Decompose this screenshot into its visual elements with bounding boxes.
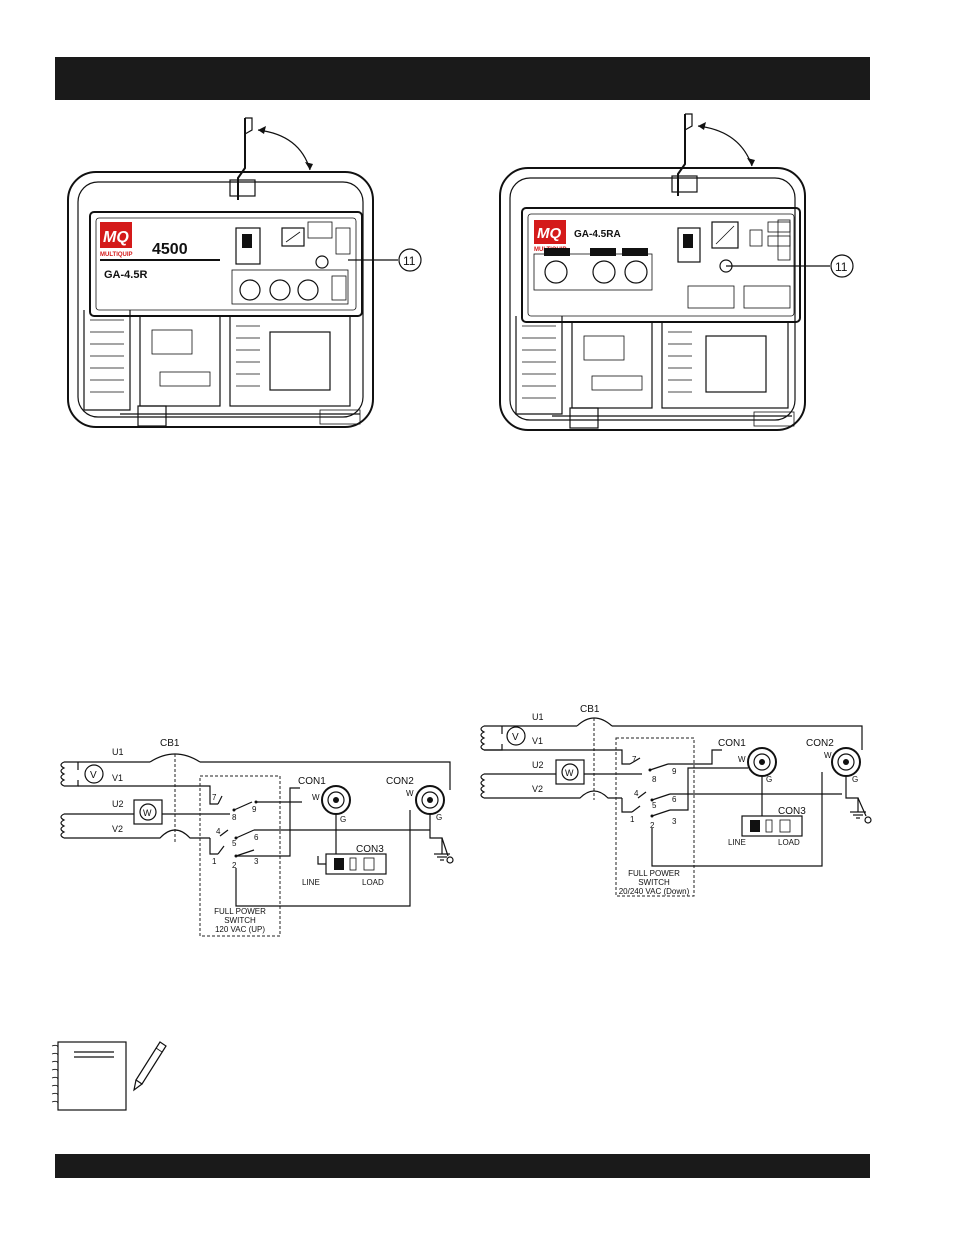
outlet-icon [625, 261, 647, 283]
svg-text:U1: U1 [112, 747, 124, 757]
svg-text:SWITCH: SWITCH [638, 878, 670, 887]
svg-text:3: 3 [672, 817, 677, 826]
svg-text:SWITCH: SWITCH [224, 916, 256, 925]
svg-text:8: 8 [232, 813, 237, 822]
svg-text:W: W [824, 751, 832, 760]
svg-text:1: 1 [212, 857, 217, 866]
brand-name: MULTIQUIP [100, 252, 133, 258]
note-notepad-icon [44, 1038, 169, 1113]
svg-text:11: 11 [403, 254, 416, 268]
svg-text:V: V [512, 732, 519, 743]
svg-text:5: 5 [232, 839, 237, 848]
outlet-icon [240, 280, 260, 300]
svg-text:9: 9 [672, 767, 677, 776]
svg-text:G: G [852, 775, 858, 784]
footer-bar [55, 1154, 870, 1178]
con1-label: CON1 [298, 776, 326, 787]
svg-text:FULL POWER: FULL POWER [214, 907, 266, 916]
svg-text:U1: U1 [532, 712, 544, 722]
right-wiring-schematic: U1 CB1 V V1 U2 W V2 7 8 9 4 5 6 1 2 3 CO… [472, 700, 902, 905]
svg-text:LINE: LINE [728, 838, 746, 847]
svg-text:V1: V1 [112, 773, 123, 783]
outlet-icon [593, 261, 615, 283]
svg-text:FULL POWER: FULL POWER [628, 869, 680, 878]
svg-text:G: G [766, 775, 772, 784]
cb1-label: CB1 [160, 738, 180, 749]
duplex-outlet-icon [332, 276, 346, 300]
outlet-icon [545, 261, 567, 283]
svg-text:3: 3 [254, 857, 259, 866]
svg-text:W: W [312, 793, 320, 802]
svg-text:G: G [340, 815, 346, 824]
duplex-outlet-icon [744, 286, 790, 308]
svg-text:120 VAC (UP): 120 VAC (UP) [215, 925, 265, 934]
svg-text:LINE: LINE [302, 878, 320, 887]
con3-label: CON3 [778, 806, 806, 817]
svg-text:5: 5 [652, 801, 657, 810]
duplex-outlet-icon [688, 286, 734, 308]
svg-text:LOAD: LOAD [778, 838, 800, 847]
brand-logo-text: MQ [103, 229, 129, 246]
svg-text:U2: U2 [112, 799, 124, 809]
coil-u2-v2 [481, 774, 484, 798]
svg-text:6: 6 [254, 833, 259, 842]
model-name: GA-4.5RA [574, 229, 621, 240]
svg-text:9: 9 [252, 805, 257, 814]
con2-label: CON2 [806, 738, 834, 749]
coil-u1-v1 [61, 762, 64, 786]
model-name: GA-4.5R [104, 269, 147, 281]
coil-u2-v2 [61, 814, 64, 838]
brand-logo-text: MQ [537, 225, 561, 242]
svg-text:1: 1 [630, 815, 635, 824]
svg-text:V: V [90, 770, 97, 781]
svg-text:W: W [143, 808, 152, 818]
svg-text:V2: V2 [112, 824, 123, 834]
svg-text:V2: V2 [532, 784, 543, 794]
svg-text:7: 7 [212, 793, 217, 802]
svg-text:W: W [738, 755, 746, 764]
svg-text:V1: V1 [532, 736, 543, 746]
model-number: 4500 [152, 241, 188, 258]
svg-text:4: 4 [634, 789, 639, 798]
con1-label: CON1 [718, 738, 746, 749]
svg-text:G: G [436, 813, 442, 822]
svg-text:11: 11 [835, 260, 848, 274]
coil-u1-v1 [481, 726, 484, 750]
left-wiring-schematic: U1 CB1 V V1 U2 W V2 7 8 9 4 5 6 1 2 3 CO… [50, 730, 470, 945]
svg-text:LOAD: LOAD [362, 878, 384, 887]
outlet-icon [298, 280, 318, 300]
svg-text:6: 6 [672, 795, 677, 804]
svg-text:U2: U2 [532, 760, 544, 770]
con3-label: CON3 [356, 844, 384, 855]
svg-text:4: 4 [216, 827, 221, 836]
con2-label: CON2 [386, 776, 414, 787]
svg-text:W: W [565, 768, 574, 778]
svg-text:W: W [406, 789, 414, 798]
pencil-icon [134, 1042, 166, 1090]
cb1-label: CB1 [580, 704, 600, 715]
full-power-switch-icon [316, 256, 328, 268]
header-bar [55, 57, 870, 100]
svg-text:20/240 VAC (Down): 20/240 VAC (Down) [619, 887, 690, 896]
outlet-icon [270, 280, 290, 300]
svg-text:8: 8 [652, 775, 657, 784]
right-generator-illustration: MQ MULTIQUIP GA-4.5RA 11 [492, 110, 902, 440]
left-generator-illustration: MQ MULTIQUIP 4500 GA-4.5R 11 [60, 110, 470, 440]
